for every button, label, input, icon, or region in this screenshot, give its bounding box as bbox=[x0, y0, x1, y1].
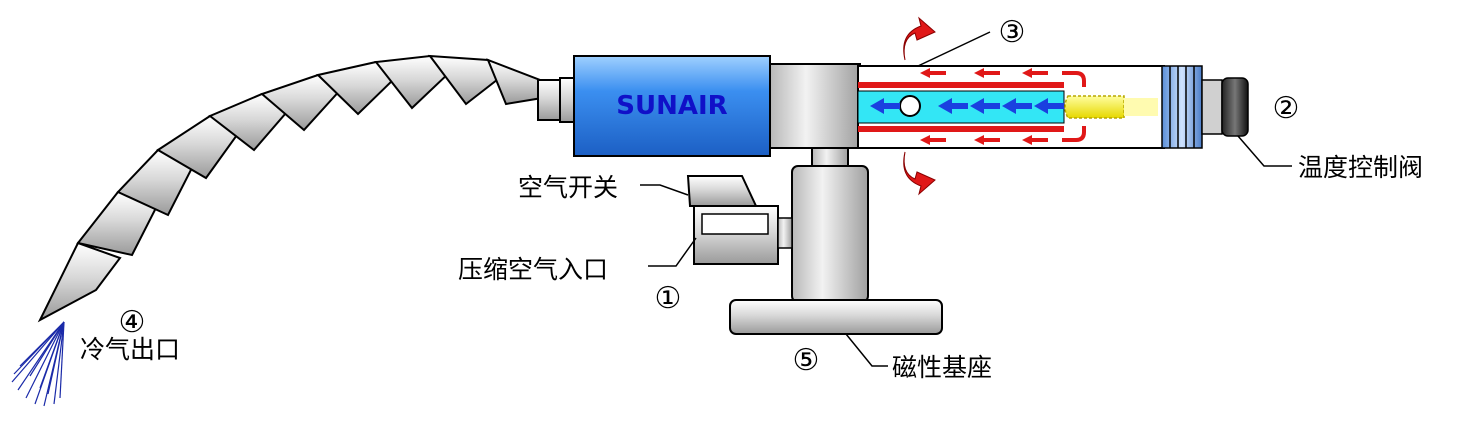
label-compressed-air-inlet: 压缩空气入口 bbox=[458, 255, 608, 284]
valve-fitting bbox=[777, 217, 793, 249]
label-cold-air-outlet: 冷气出口 bbox=[80, 335, 180, 364]
marker-valve: ② bbox=[1273, 91, 1300, 126]
marker-inlet: ① bbox=[655, 281, 682, 316]
flexible-hose bbox=[37, 54, 579, 323]
label-magnetic-base: 磁性基座 bbox=[892, 353, 992, 382]
valve-cone bbox=[1064, 95, 1158, 119]
hot-flow-arrows bbox=[920, 68, 1086, 145]
label-temperature-control-valve: 温度控制阀 bbox=[1298, 153, 1423, 182]
marker-hot-exhaust: ③ bbox=[999, 15, 1026, 50]
marker-base: ⑤ bbox=[793, 343, 820, 378]
marker-outlet: ④ bbox=[119, 305, 146, 340]
label-air-switch: 空气开关 bbox=[518, 173, 618, 202]
threaded-ring bbox=[1161, 65, 1203, 149]
generator-block bbox=[769, 63, 861, 149]
column-collar bbox=[811, 147, 849, 167]
cold-air-spray bbox=[11, 321, 65, 407]
stand-column bbox=[791, 165, 869, 303]
brand-logo: SUNAIR bbox=[616, 91, 727, 121]
air-switch-lever bbox=[686, 175, 758, 207]
valve-neck bbox=[1201, 79, 1223, 135]
magnetic-base-block bbox=[729, 299, 943, 335]
leader-lines bbox=[640, 31, 1292, 367]
vortex-orifice bbox=[899, 95, 921, 117]
hot-exhaust-arrows bbox=[903, 16, 936, 196]
temperature-control-knob bbox=[1221, 77, 1249, 137]
cold-end-body bbox=[573, 55, 771, 157]
cold-flow-arrows bbox=[870, 98, 1064, 114]
